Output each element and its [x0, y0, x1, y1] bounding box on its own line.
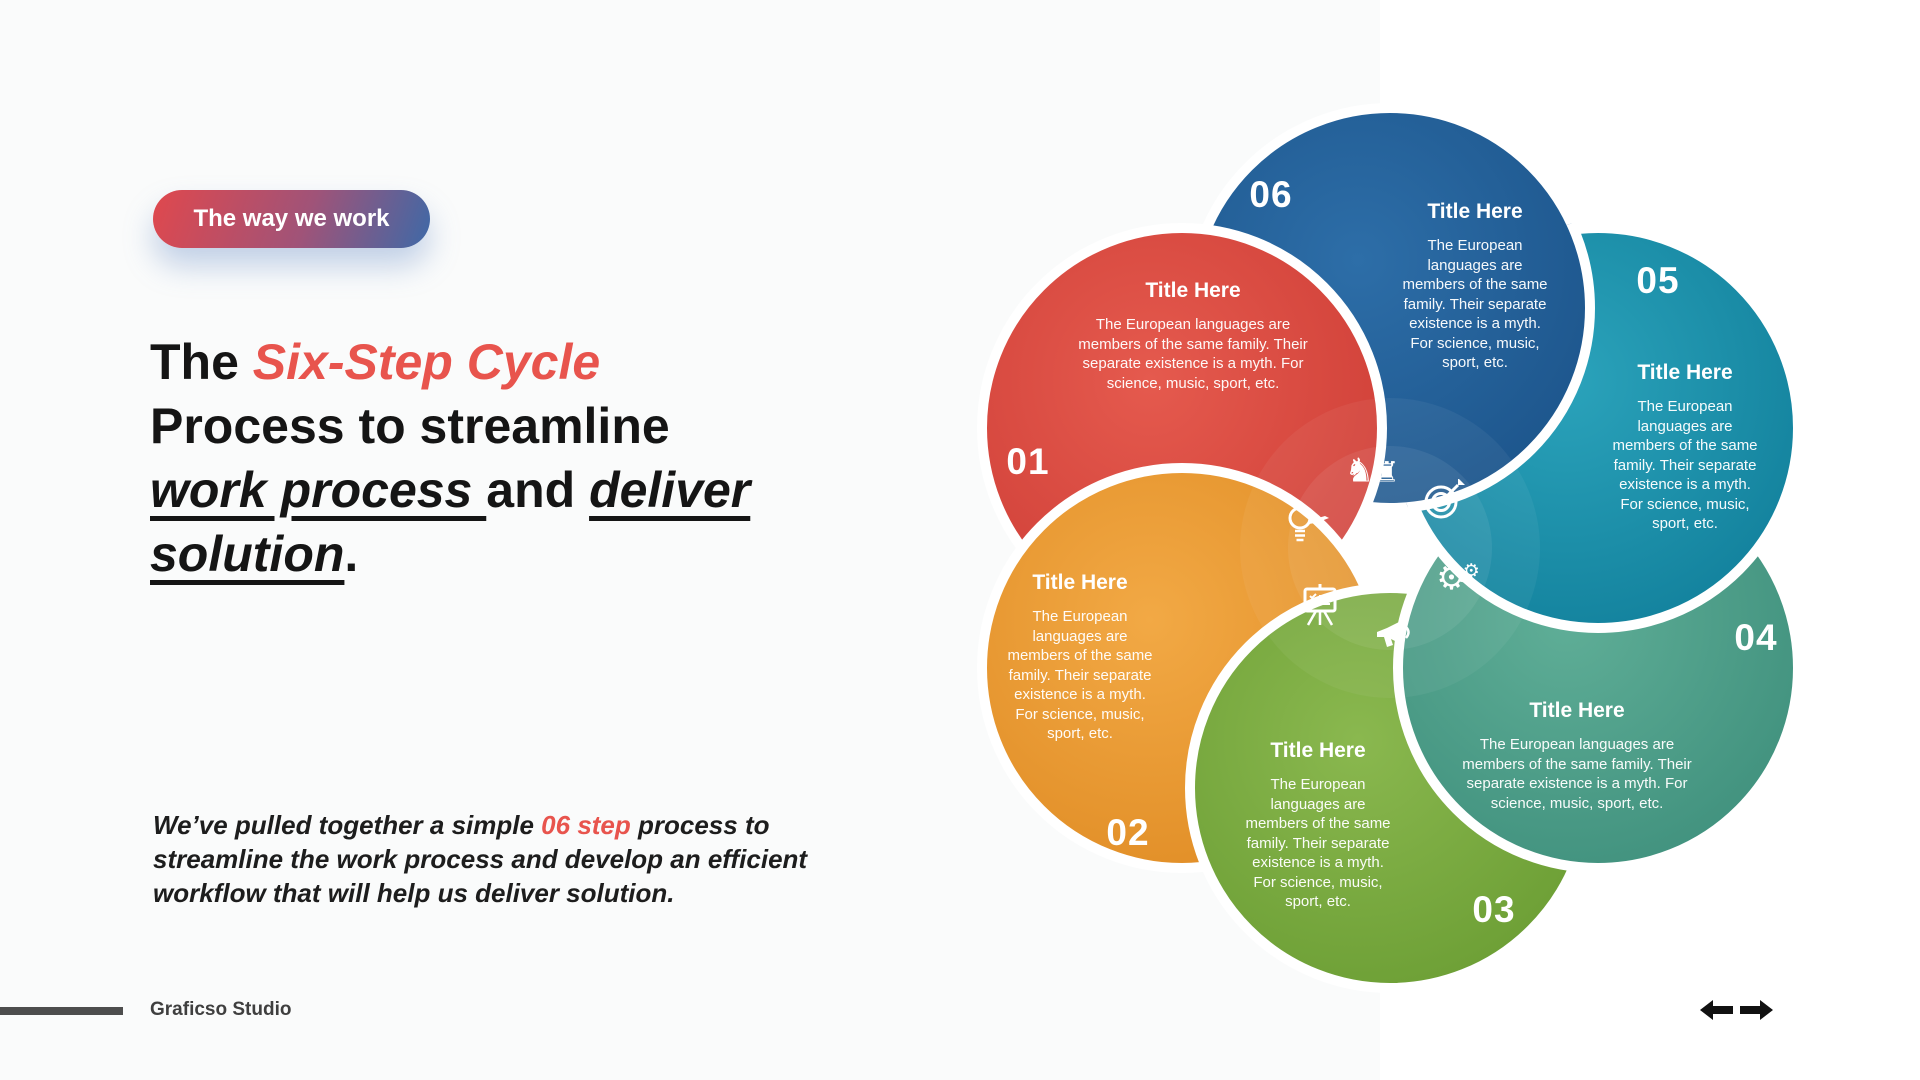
- step-number-05: 05: [1636, 260, 1680, 301]
- step-number-06: 06: [1249, 174, 1293, 215]
- intro-accent: 06 step: [541, 810, 631, 840]
- gears-icon: ⚙⚙: [1436, 559, 1480, 597]
- title-line2: Process to streamline: [150, 398, 670, 454]
- step-body: The European languages are members of th…: [1007, 608, 1153, 742]
- footer-divider-bar: [0, 1007, 123, 1015]
- step-title: Title Here: [1145, 279, 1241, 302]
- step-card-03: Title Here The European languages are me…: [1239, 739, 1397, 912]
- step-card-06: Title Here The European languages are me…: [1396, 200, 1554, 373]
- step-body: The European languages are members of th…: [1462, 736, 1692, 812]
- center-glow-inner: [1288, 446, 1492, 650]
- intro-paragraph: We’ve pulled together a simple 06 step p…: [153, 808, 853, 910]
- title-plain: The: [150, 334, 253, 390]
- intro-text-1: We’ve pulled together a simple: [153, 810, 542, 840]
- step-card-01: Title Here The European languages are me…: [1067, 279, 1319, 393]
- lightbulb-idea-icon: [1285, 505, 1331, 549]
- step-number-03: 03: [1472, 889, 1516, 930]
- step-card-02: Title Here The European languages are me…: [1001, 571, 1159, 744]
- step-number-01: 01: [1006, 441, 1050, 482]
- step-number-04: 04: [1734, 617, 1778, 658]
- next-arrow-button[interactable]: [1740, 1000, 1773, 1020]
- step-title: Title Here: [1270, 739, 1366, 762]
- chess-strategy-icon: ♞♜: [1344, 451, 1400, 489]
- title-underline-3: solution: [150, 526, 345, 582]
- circle-step-06-overlap-patch: [1392, 222, 1595, 513]
- title-underline-2: deliver: [589, 462, 751, 518]
- step-title: Title Here: [1529, 699, 1625, 722]
- intro-text-2: process to streamline the work process a…: [153, 810, 808, 908]
- slide-navigation: [1700, 1000, 1773, 1020]
- step-number-02: 02: [1106, 812, 1150, 853]
- step-body: The European languages are members of th…: [1078, 316, 1308, 392]
- step-title: Title Here: [1637, 361, 1733, 384]
- brand-name: Graficso Studio: [150, 999, 292, 1020]
- step-body: The European languages are members of th…: [1245, 776, 1391, 910]
- step-body: The European languages are members of th…: [1402, 237, 1548, 371]
- step-title: Title Here: [1427, 200, 1523, 223]
- title-plain-2: and: [486, 462, 590, 518]
- title-period: .: [344, 526, 359, 582]
- title-underline-1: work process: [150, 462, 487, 518]
- section-badge: The way we work: [153, 190, 430, 248]
- step-title: Title Here: [1032, 571, 1128, 594]
- target-icon: [1422, 478, 1466, 527]
- step-body: The European languages are members of th…: [1612, 398, 1758, 532]
- page-title: The Six-Step Cycle Process to streamline…: [150, 330, 790, 586]
- center-glow-outer: [1240, 398, 1540, 698]
- previous-arrow-button[interactable]: [1700, 1000, 1733, 1020]
- section-badge-label: The way we work: [193, 205, 390, 232]
- step-card-05: Title Here The European languages are me…: [1606, 361, 1764, 534]
- step-card-04: Title Here The European languages are me…: [1451, 699, 1703, 813]
- presentation-board-icon: [1300, 583, 1340, 631]
- megaphone-icon: [1374, 620, 1410, 654]
- title-accent: Six-Step Cycle: [252, 334, 601, 390]
